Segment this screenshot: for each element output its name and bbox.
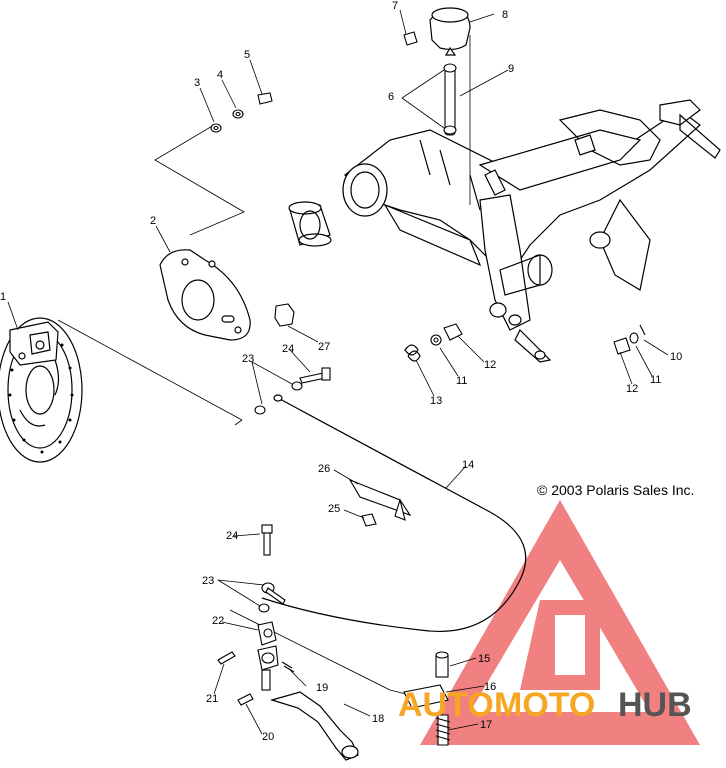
callout-18: 18 [372,713,384,725]
watermark-text: AUTO MOTO HUB [398,686,692,724]
callout-8: 8 [502,9,508,21]
callout-4: 4 [217,69,223,81]
callout-19: 19 [316,682,328,694]
callout-24-upper: 24 [282,343,294,355]
nut [274,303,295,327]
callout-14: 14 [462,459,474,471]
callout-10: 10 [670,351,682,363]
callout-26: 26 [318,463,330,475]
clevis-set [258,582,286,613]
washer-upper [254,381,303,415]
caliper-bracket [159,249,251,341]
callout-3: 3 [194,77,200,89]
callout-9: 9 [508,63,514,75]
watermark-inner-arrow [520,600,600,690]
clevis [257,621,279,691]
bolt-25 [361,513,377,527]
callout-23-upper: 23 [242,353,254,365]
callout-11-right: 11 [650,374,661,386]
reservoir [429,7,471,56]
callout-20: 20 [262,731,274,743]
callout-21: 21 [206,693,218,705]
brake-caliper [9,321,59,366]
callout-27: 27 [318,341,330,353]
brake-rod [261,394,527,632]
washer-and-bolt-set [210,92,273,133]
callout-7: 7 [392,0,398,12]
spring [404,344,421,362]
bolt-lower [261,524,273,556]
screw-top [403,31,418,46]
brake-pedal [269,691,359,761]
watermark-text-moto: MOTO [494,686,595,724]
copyright-notice: © 2003 Polaris Sales Inc. [537,482,695,498]
rod-adjuster [403,651,451,746]
watermark-text-auto: AUTO [398,686,494,724]
callout-2: 2 [150,215,156,227]
rod-bracket [348,478,412,521]
leader-lines [7,9,669,735]
reservoir-hose [443,35,471,205]
callout-5: 5 [244,49,250,61]
callout-12-left: 12 [484,359,496,371]
callout-13: 13 [430,395,442,407]
washer-set-left [430,323,463,346]
callout-23-lower: 23 [202,575,214,587]
brake-disc [0,317,83,463]
bolt-upper [299,367,331,384]
pin-21 [217,651,236,665]
callout-22: 22 [212,615,224,627]
callout-15: 15 [478,653,490,665]
callout-1: 1 [0,291,6,303]
callout-25: 25 [328,503,340,515]
callout-11-left: 11 [456,375,467,387]
callout-17: 17 [480,719,492,731]
watermark-text-hub: HUB [618,686,692,724]
callout-6: 6 [388,91,394,103]
callout-24-lower: 24 [226,530,238,542]
pin-20 [237,693,254,706]
washer-set-right [613,324,646,355]
cotter-pin [281,661,295,673]
callout-labels: 1 2 3 4 5 6 7 8 9 10 11 11 12 12 13 14 1… [0,0,682,743]
bearing [288,201,332,247]
callout-16: 16 [484,681,496,693]
swingarm [342,99,721,363]
callout-12-right: 12 [626,383,638,395]
